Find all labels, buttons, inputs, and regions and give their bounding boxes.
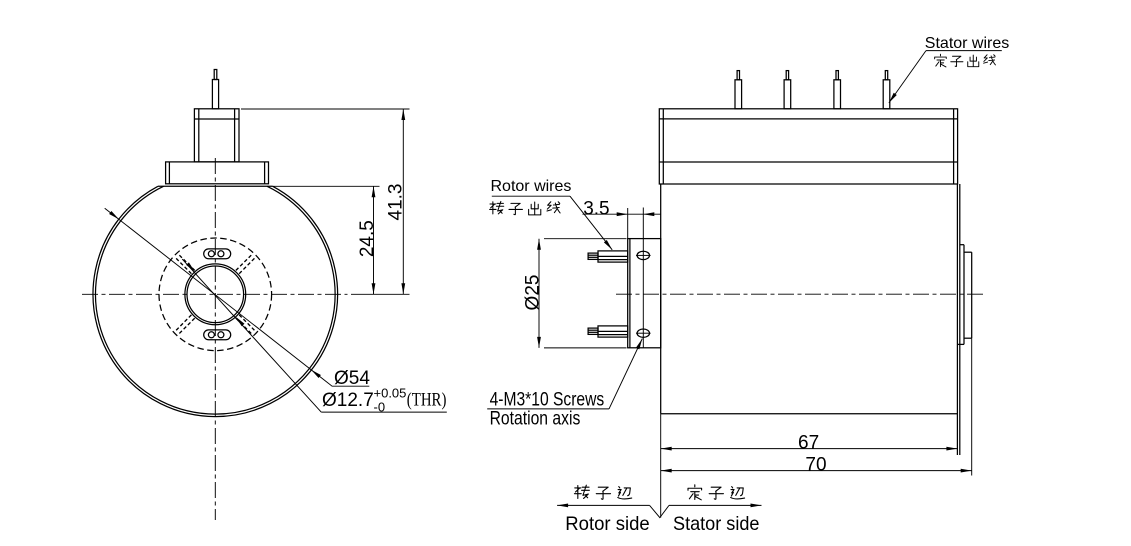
svg-text:Rotation axis: Rotation axis — [490, 408, 581, 429]
svg-text:67: 67 — [798, 432, 819, 453]
svg-text:41.3: 41.3 — [386, 184, 407, 221]
svg-text:+0.05: +0.05 — [374, 386, 407, 401]
svg-text:-0: -0 — [374, 400, 386, 415]
svg-text:Rotor wires: Rotor wires — [491, 178, 572, 195]
svg-text:Stator wires: Stator wires — [925, 35, 1009, 52]
svg-text:Rotor side: Rotor side — [565, 513, 649, 535]
svg-text:24.5: 24.5 — [357, 220, 378, 257]
svg-text:Ø54: Ø54 — [334, 368, 370, 389]
svg-text:70: 70 — [805, 454, 826, 475]
svg-text:4-M3*10 Screws: 4-M3*10 Screws — [490, 389, 605, 410]
svg-text:3.5: 3.5 — [583, 198, 609, 219]
svg-text:(THR): (THR) — [407, 390, 447, 411]
svg-text:Ø12.7: Ø12.7 — [322, 390, 374, 411]
svg-text:Stator side: Stator side — [673, 513, 760, 535]
svg-text:Ø25: Ø25 — [522, 275, 543, 311]
